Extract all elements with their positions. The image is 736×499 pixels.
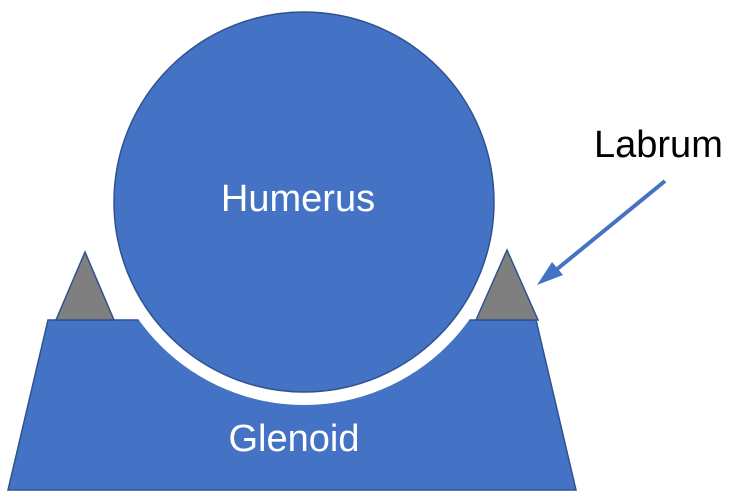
humerus-label: Humerus [221,178,375,220]
labrum-label: Labrum [594,124,723,166]
labrum-left [54,250,116,321]
glenoid-label: Glenoid [229,418,360,460]
humerus-shape [113,11,495,393]
labrum-right [474,248,540,321]
labrum-arrow-head [537,262,563,285]
labrum-arrow-line [554,179,667,272]
